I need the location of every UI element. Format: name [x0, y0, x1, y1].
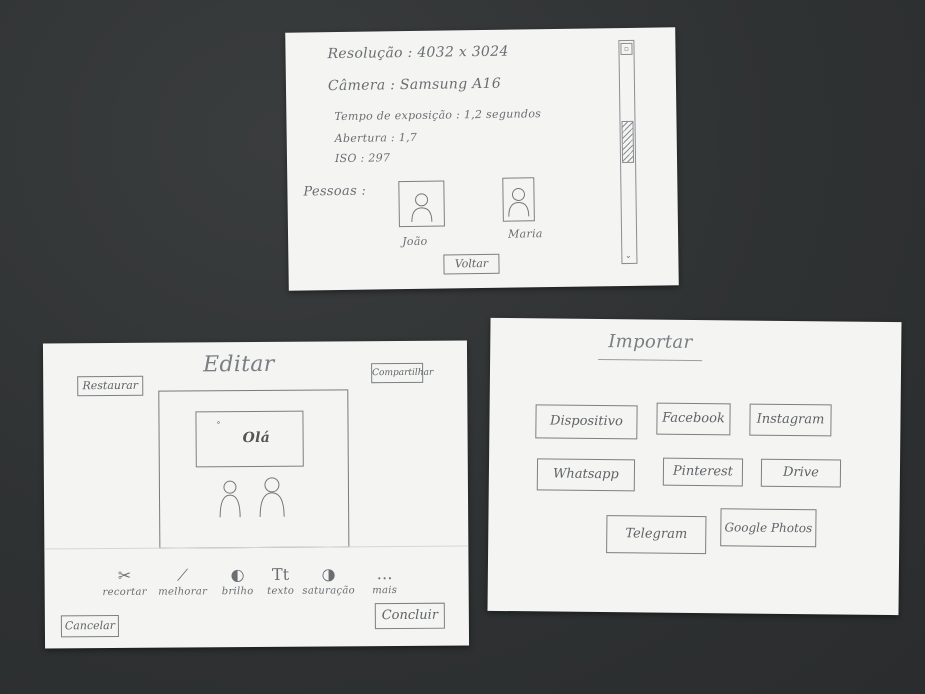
- photo-text-overlay: Olá: [242, 429, 271, 447]
- import-sheet: Importar Dispositivo Facebook Instagram …: [487, 317, 902, 616]
- import-source-google-photos[interactable]: Google Photos: [720, 508, 817, 548]
- person-name-maria: Maria: [507, 227, 543, 241]
- photo-details-sheet: Resolução : 4032 x 3024 Câmera : Samsung…: [285, 27, 679, 291]
- person-thumbnail-maria[interactable]: [502, 177, 535, 222]
- title-underline: [598, 358, 703, 362]
- person-icon: [411, 193, 433, 222]
- import-source-device[interactable]: Dispositivo: [535, 404, 638, 440]
- scissors-icon: ✂: [117, 565, 132, 585]
- people-label: Pessoas :: [303, 183, 367, 200]
- edit-sheet: Editar Restaurar Compartilhar ° Olá ✂ re…: [42, 340, 470, 649]
- import-source-facebook[interactable]: Facebook: [656, 402, 731, 436]
- iso-text: ISO : 297: [334, 151, 391, 166]
- people-in-photo-icon: [219, 477, 285, 518]
- exposure-text: Tempo de exposição : 1,2 segundos: [334, 107, 542, 124]
- tool-saturation[interactable]: ◑ saturação: [300, 564, 356, 597]
- tool-label: melhorar: [158, 586, 208, 598]
- camera-text: Câmera : Samsung A16: [327, 75, 502, 95]
- import-source-drive[interactable]: Drive: [760, 458, 842, 488]
- back-button[interactable]: Voltar: [443, 253, 500, 275]
- import-title: Importar: [608, 331, 693, 353]
- saturation-icon: ◑: [321, 564, 336, 584]
- photo-landscape: ° Olá: [195, 410, 304, 468]
- import-source-whatsapp[interactable]: Whatsapp: [536, 458, 636, 492]
- tool-label: mais: [372, 585, 398, 597]
- sun-icon: °: [216, 420, 221, 430]
- toolbar-separator: [44, 545, 469, 550]
- scroll-thumb[interactable]: [621, 120, 635, 164]
- person-icon: [508, 187, 530, 217]
- tool-label: recortar: [102, 586, 147, 599]
- import-source-instagram[interactable]: Instagram: [749, 403, 832, 437]
- more-icon: …: [376, 564, 393, 584]
- scrollbar[interactable]: ▫ ⌄: [618, 39, 638, 265]
- magic-wand-icon: ⟋: [176, 565, 189, 585]
- scroll-down-icon[interactable]: ⌄: [624, 250, 632, 261]
- resolution-text: Resolução : 4032 x 3024: [327, 43, 509, 63]
- photo-canvas[interactable]: ° Olá: [158, 389, 350, 549]
- tool-crop[interactable]: ✂ recortar: [97, 565, 153, 599]
- edit-title: Editar: [203, 351, 275, 378]
- done-button[interactable]: Concluir: [374, 602, 445, 630]
- tool-label: saturação: [302, 585, 355, 597]
- tool-more[interactable]: … mais: [356, 564, 412, 597]
- cancel-button[interactable]: Cancelar: [60, 614, 119, 638]
- share-button[interactable]: Compartilhar: [371, 362, 433, 384]
- person-thumbnail-joao[interactable]: [398, 180, 445, 228]
- tool-enhance[interactable]: ⟋ melhorar: [155, 565, 211, 598]
- person-name-joao: João: [402, 234, 428, 249]
- import-source-pinterest[interactable]: Pinterest: [662, 457, 744, 487]
- aperture-text: Abertura : 1,7: [334, 130, 418, 146]
- import-source-telegram[interactable]: Telegram: [606, 515, 707, 555]
- restore-button[interactable]: Restaurar: [77, 375, 144, 397]
- scroll-up-icon[interactable]: ▫: [620, 42, 633, 56]
